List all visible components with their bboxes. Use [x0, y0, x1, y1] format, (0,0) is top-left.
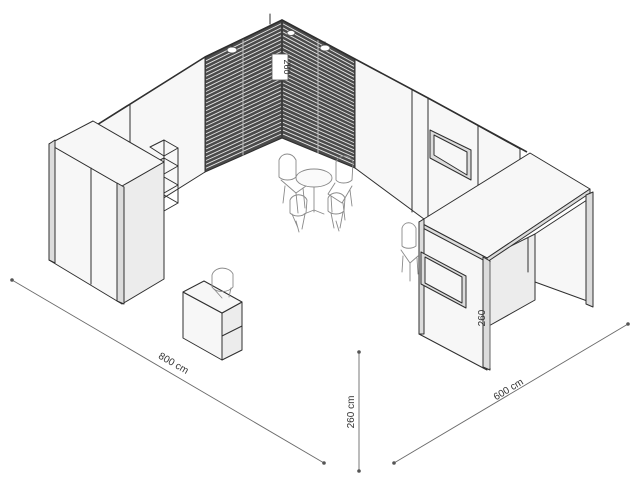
dimension-width: 800 cm	[10, 278, 326, 465]
tv-monitor-back	[429, 129, 472, 181]
counter	[182, 267, 243, 361]
wall-height-label: 260	[477, 309, 488, 326]
slat-wall-height-text: 260	[282, 59, 292, 74]
right-partition	[418, 152, 594, 371]
spot-lamps	[226, 30, 331, 54]
left-partition	[48, 120, 165, 305]
top-rail	[91, 13, 528, 153]
depth-label: 600 cm	[492, 377, 526, 403]
table-and-chairs	[278, 153, 354, 233]
chair-right	[400, 222, 419, 282]
slat-wall-height-label: 260	[271, 53, 292, 81]
width-label: 800 cm	[156, 351, 190, 377]
height-label: 260 cm	[346, 396, 357, 429]
dimension-wall-height: 260	[477, 262, 491, 368]
dimension-height: 260 cm	[346, 350, 361, 473]
slat-wall	[204, 19, 356, 173]
dimension-depth: 600 cm	[392, 322, 630, 465]
